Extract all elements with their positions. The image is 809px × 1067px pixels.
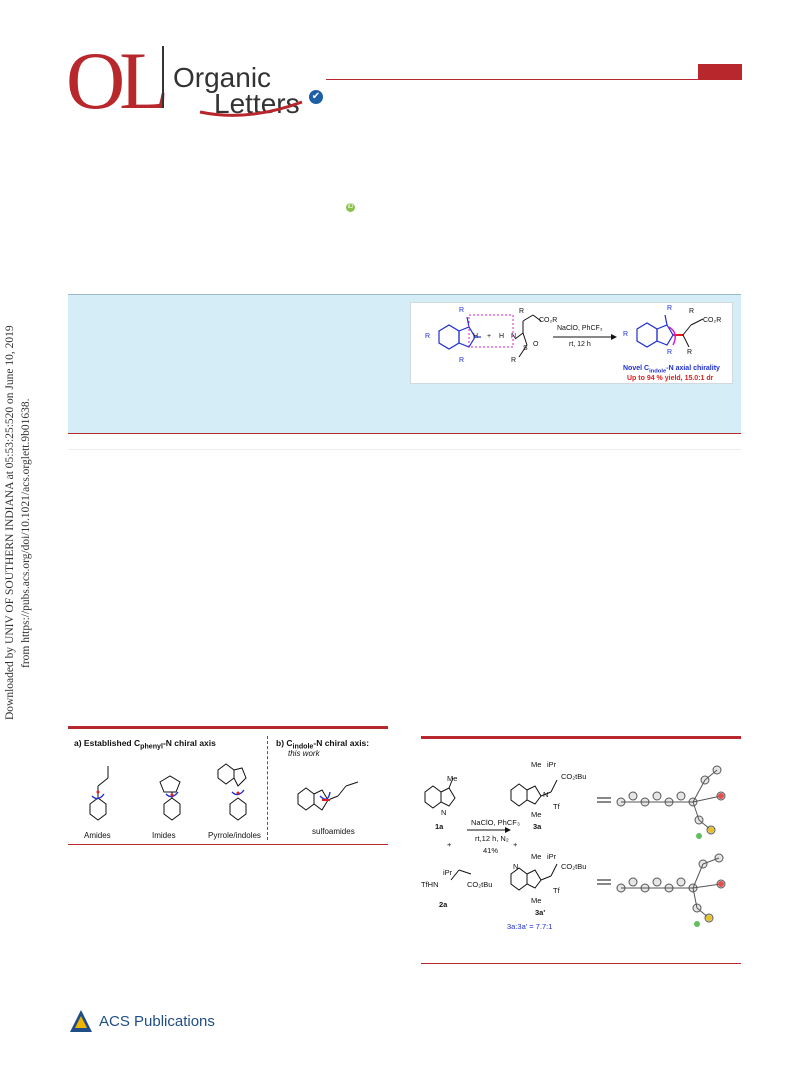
scheme1-3a-prime-ipr: iPr — [547, 852, 557, 861]
scheme1-prod1-label: 3a — [533, 822, 542, 831]
scheme1-sm1-label: 1a — [435, 822, 444, 831]
scheme1-condition-top: NaClO, PhCF₃ — [471, 818, 520, 827]
toc-condition-top: NaClO, PhCF₃ — [557, 325, 603, 332]
scheme1-3a-ipr: iPr — [547, 760, 557, 769]
section-divider — [68, 449, 741, 450]
open-access-check-icon[interactable]: ✔ — [309, 90, 323, 104]
toc-yield: Up to 94 % yield, 15.0:1 dr — [627, 375, 714, 382]
journal-name-line1: Organic — [173, 62, 272, 93]
figure1-panel-b-title: b) Cindole-N chiral axis: — [276, 738, 370, 751]
scheme1-sm2-ipr: iPr — [443, 868, 453, 877]
scheme1-3a-me-bottom: Me — [531, 810, 542, 819]
scheme1-structures — [424, 765, 726, 927]
toc-h-right: H — [499, 333, 505, 340]
scheme1: Me N 1a + iPr TfHN CO₂tBu 2a NaClO, PhCF… — [421, 740, 741, 960]
journal-logo-mark: OL — [66, 35, 169, 126]
figure1-label-amides: Amides — [84, 831, 111, 840]
scheme1-condition-yield: 41% — [483, 846, 499, 855]
figure1-label-pyrrole-indoles: Pyrrole/indoles — [208, 831, 261, 840]
toc-condition-bottom: rt, 12 h — [569, 341, 591, 348]
download-note-line1: Downloaded by UNIV OF SOUTHERN INDIANA a… — [4, 325, 16, 720]
scheme1-3a-prime-co2tbu: CO₂tBu — [561, 862, 587, 871]
toc-h-left: H — [473, 333, 479, 340]
scheme1-plus-right: + — [513, 840, 518, 849]
download-note-line2[interactable]: from https://pubs.acs.org/doi/10.1021/ac… — [20, 398, 32, 669]
sulfur-atom-3a-prime — [706, 915, 712, 921]
scheme1-3a-prime-tf: Tf — [553, 886, 560, 895]
figure1-top-rule — [68, 726, 388, 729]
scheme1-3a-prime-me: Me — [531, 852, 542, 861]
figure1-bottom-rule — [68, 844, 388, 845]
scheme1-3a-tf: Tf — [553, 802, 560, 811]
scheme1-prod2-label: 3a' — [535, 908, 546, 917]
orcid-icon[interactable]: iD — [346, 203, 355, 212]
scheme1-3a-prime-me-bottom: Me — [531, 896, 542, 905]
toc-graphic: R R R H + H N R CO₂R S O R NaClO, PhCF₃ … — [410, 302, 733, 384]
download-note: Downloaded by UNIV OF SOUTHERN INDIANA a… — [0, 325, 50, 720]
coupling-highlight — [468, 314, 514, 348]
axis-rotation-arrow — [668, 326, 676, 346]
logo-swoosh-icon — [199, 100, 303, 117]
toc-product-co2r6: CO₂R — [703, 317, 722, 324]
sulfur-atom-3a — [708, 827, 714, 833]
scheme1-condition-mid: rt,12 h, N₂ — [475, 834, 509, 843]
toc-reactant-r2: R — [425, 333, 431, 340]
toc-caption: Novel Cindole-N axial chirality — [623, 365, 720, 375]
acs-logo-icon[interactable] — [68, 1008, 94, 1034]
toc-reactant-r3: R — [459, 307, 465, 314]
scheme1-plus-left: + — [447, 840, 452, 849]
toc-product-r3: R — [667, 305, 673, 312]
header-tab — [698, 64, 742, 80]
logo-divider — [162, 46, 164, 108]
toc-r4: R — [511, 357, 517, 364]
scheme1-sm2-tfhn: TfHN — [421, 880, 439, 889]
scheme1-sm2-label: 2a — [439, 900, 448, 909]
toc-o: O — [533, 341, 539, 348]
scheme1-sm1-n: N — [441, 808, 447, 817]
figure1-panel-a-title: a) Established Cphenyl-N chiral axis — [74, 738, 216, 751]
figure1: a) Established Cphenyl-N chiral axis b) … — [68, 730, 388, 842]
figure1-label-imides: Imides — [152, 831, 176, 840]
toc-r5: R — [519, 308, 525, 315]
scheme1-3a-co2tbu: CO₂tBu — [561, 772, 587, 781]
scheme1-top-rule — [421, 736, 741, 739]
figure1-structures — [89, 763, 359, 821]
reactant-indole — [438, 316, 476, 350]
toc-product-r5: R — [689, 308, 695, 315]
scheme1-bottom-rule — [421, 963, 741, 964]
figure1-panel-divider — [267, 736, 268, 840]
toc-n: N — [511, 333, 517, 340]
scheme1-ratio: 3a:3a' = 7.7:1 — [507, 922, 553, 931]
figure1-panel-b-note: this work — [288, 749, 320, 758]
toc-plus: + — [487, 333, 492, 340]
publisher-name[interactable]: ACS Publications — [99, 1013, 215, 1030]
toc-s: S — [523, 345, 528, 352]
scheme1-3a-n: N — [543, 790, 549, 799]
toc-product-r2: R — [623, 331, 629, 338]
scheme1-sm1-me: Me — [447, 774, 458, 783]
toc-reaction-drawing — [438, 314, 704, 358]
scheme1-3a-prime-n: N — [513, 862, 519, 871]
figure1-label-sulfoamides: sulfoamides — [312, 827, 355, 836]
toc-co2r6: CO₂R — [539, 317, 558, 324]
scheme1-sm2-co2tbu: CO₂tBu — [467, 880, 493, 889]
product-indole — [636, 314, 674, 348]
toc-reactant-r1: R — [459, 357, 465, 364]
toc-product-r1: R — [667, 349, 673, 356]
toc-product-r4: R — [687, 349, 693, 356]
scheme1-3a-me: Me — [531, 760, 542, 769]
header-rule — [326, 79, 698, 80]
